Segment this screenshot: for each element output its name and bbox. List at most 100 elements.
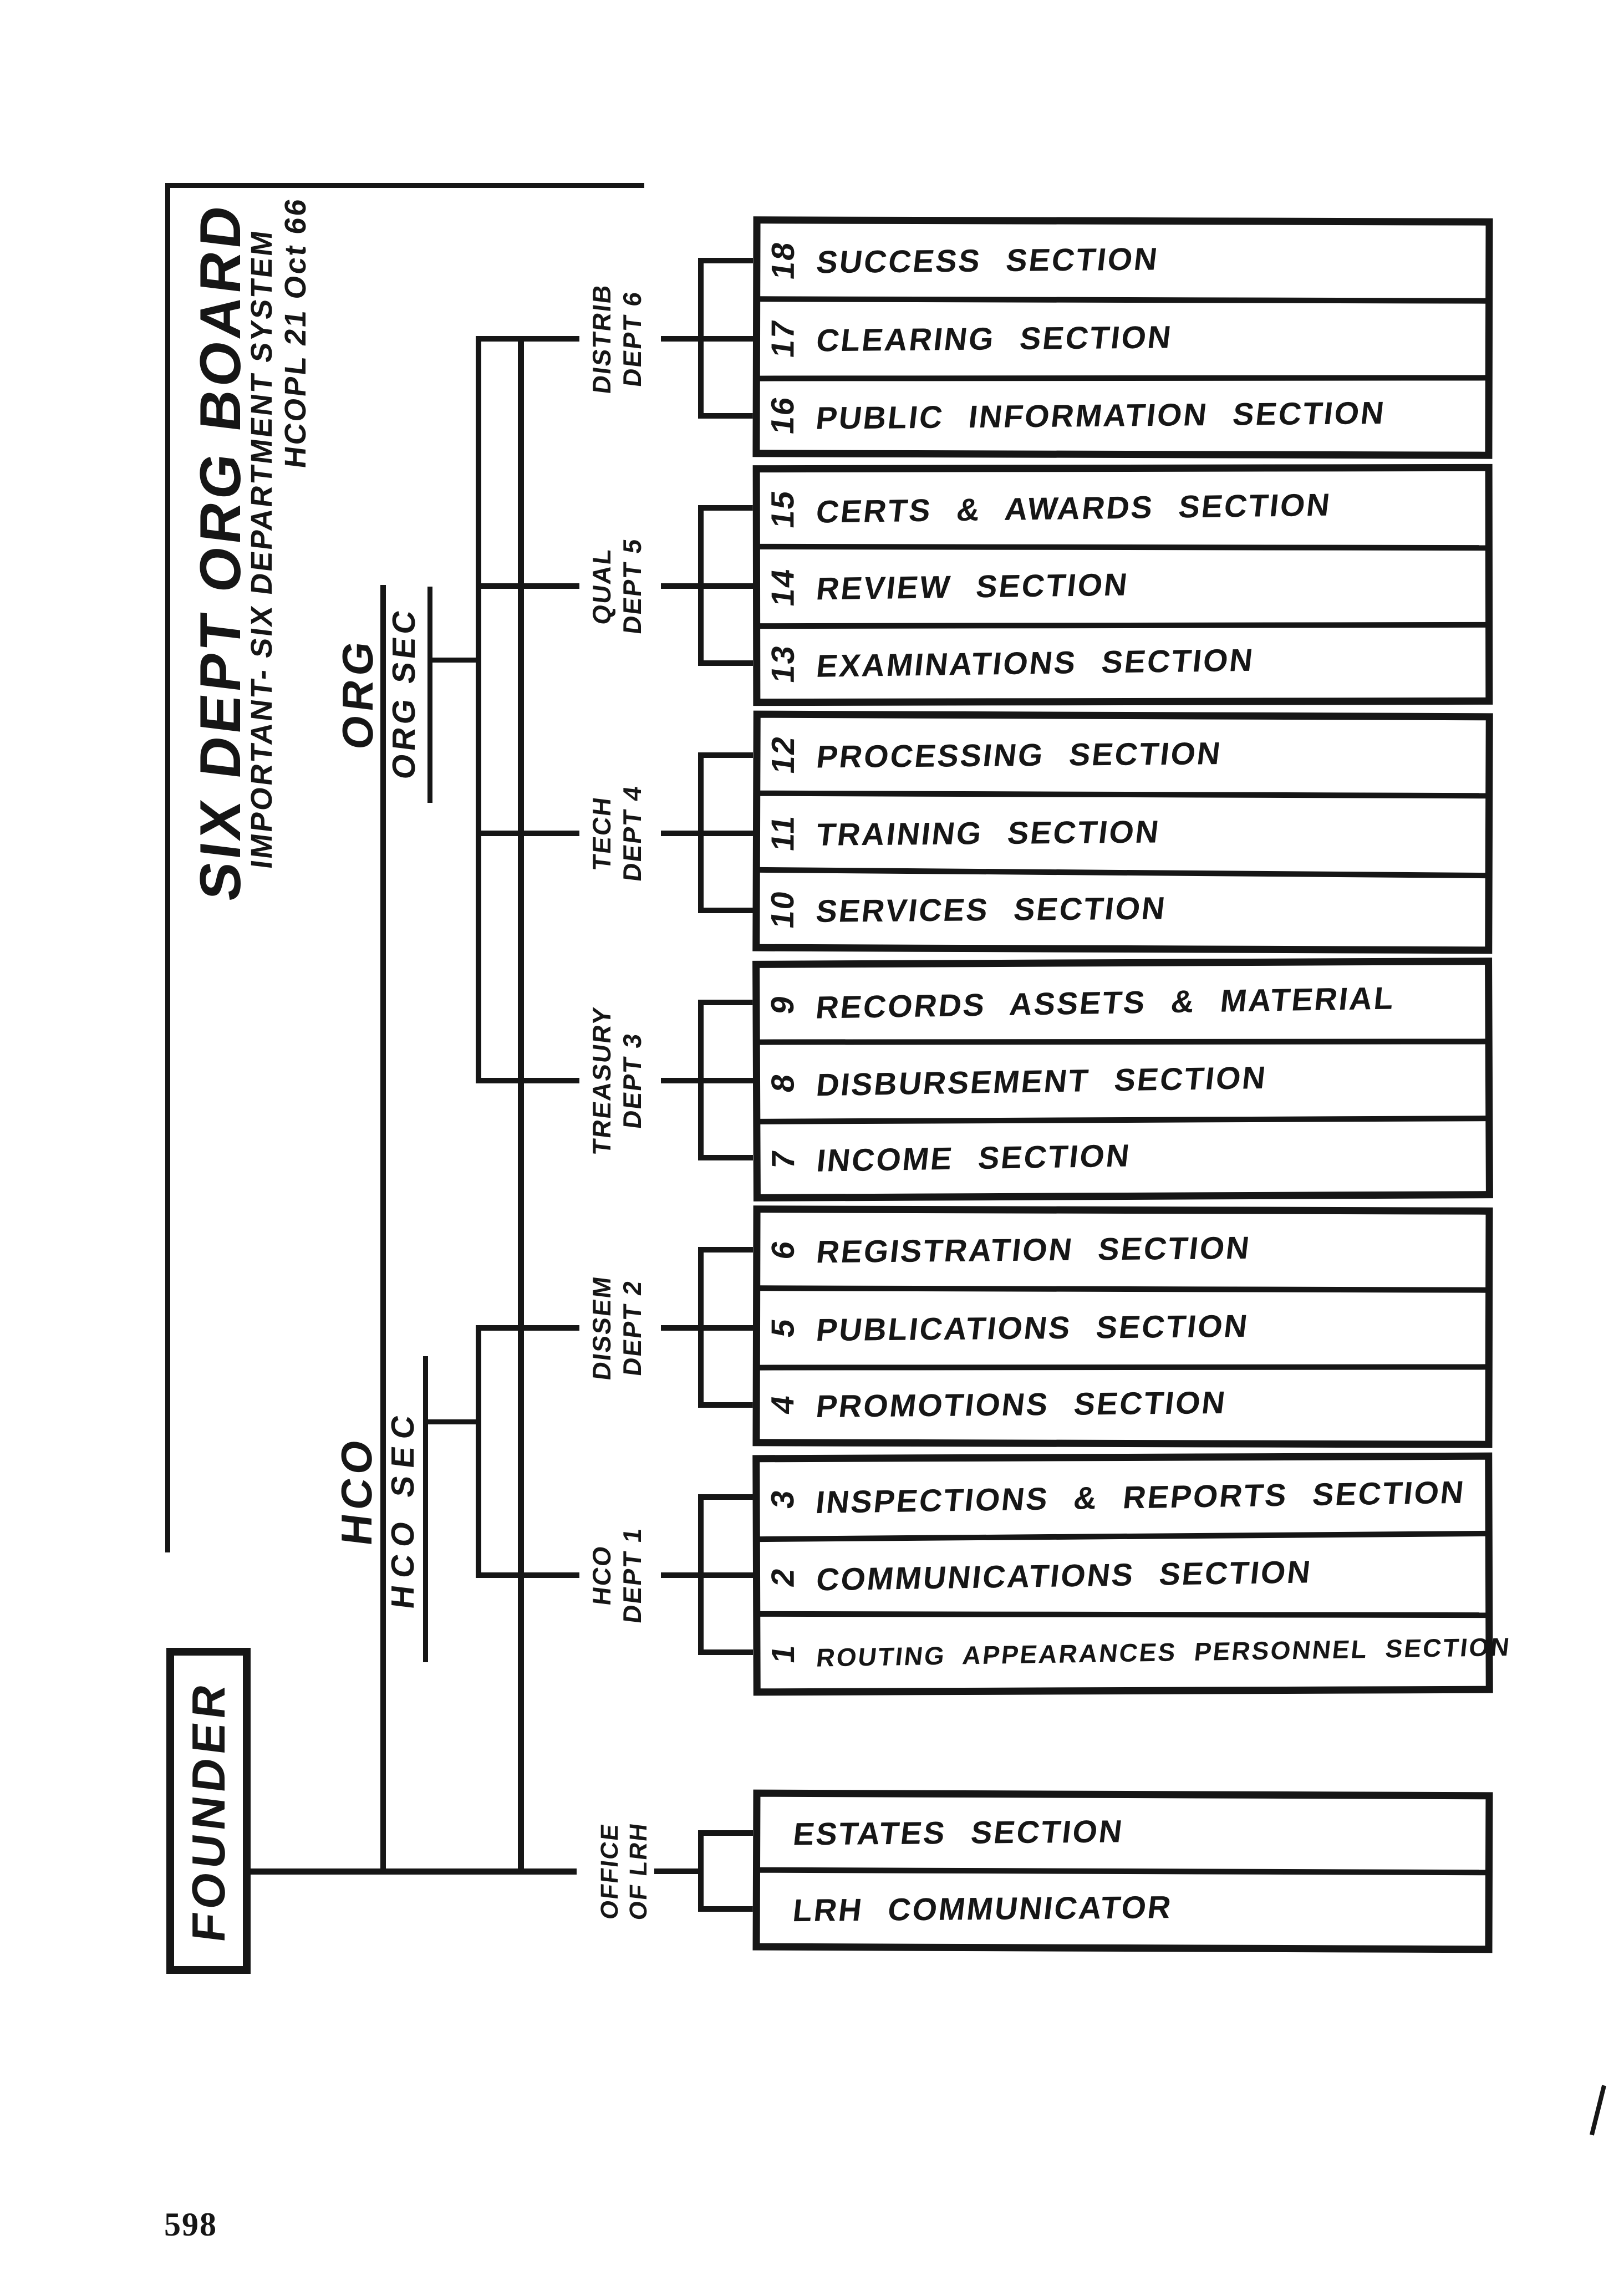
org-sec-stub [427,658,478,663]
dept6-name-line2: DEPT 6 [618,289,646,389]
top-frame-line [165,183,644,188]
dept1-name-line1: HCO [587,1543,616,1607]
hco-org-divider-line [380,585,386,1875]
dept4-name-line1: TECH [587,795,616,872]
dept4-bracket-stub-bottom [698,908,753,913]
dept6-bracket-stub-bottom [698,413,753,419]
org-label: ORG [333,634,382,752]
lrh-bracket-stub-top [698,1830,753,1836]
dept1-bracket [698,1494,704,1655]
org-sec-underline [427,587,432,803]
office-lrh-connector [654,1868,703,1874]
org-sec-command-line [476,336,481,1083]
dept5-bracket-stub-bottom [698,660,753,666]
page-subtitle: IMPORTANT- SIX DEPARTMENT SYSTEM [245,217,278,880]
office-of-lrh-label-line1: OFFICE [596,1821,623,1921]
dept3-name-line2: DEPT 3 [618,1031,646,1131]
dept2-bracket-stub-bottom [698,1402,753,1408]
dept2-name-line2: DEPT 2 [618,1278,646,1378]
dept2-connector-b [661,1325,753,1331]
title-line3: HCOPL 21 Oct 66 [279,195,312,470]
founder-box [166,1648,251,1974]
dept5-name-line1: QUAL [587,546,616,627]
dept3-connector-a [478,1078,579,1083]
dept3-bracket-stub-bottom [698,1155,753,1160]
dept2-name-line1: DISSEM [587,1274,616,1382]
dept5-name-line2: DEPT 5 [618,536,646,636]
left-frame-line [165,183,170,1552]
founder-trunk-line [251,1868,577,1875]
dept5-connector-a [478,583,579,589]
dept5-bracket [698,505,704,666]
dept1-connector-b [661,1572,753,1578]
dept4-bracket-stub-top [698,752,753,758]
dept6-bracket-stub-top [698,258,753,263]
dept3-bracket [698,1000,704,1160]
page-title: SIX DEPT ORG BOARD [189,199,253,904]
org-sec-label: ORG SEC [385,605,422,781]
dept6-bracket [698,258,704,419]
dept3-name-line1: TREASURY [587,1005,616,1157]
dept4-connector-b [661,831,753,836]
dept2-bracket [698,1247,704,1408]
dept2-bracket-stub-top [698,1247,753,1252]
founder-label: FOUNDER [182,1677,235,1945]
dept1-bracket-stub-top [698,1494,753,1500]
dept1-bracket-stub-bottom [698,1649,753,1655]
office-of-lrh-label-line2: OF LRH [625,1821,652,1922]
dept3-connector-b [661,1078,753,1083]
hco-sec-stub [423,1419,478,1424]
page-reference: HCOPL 21 Oct 66 [279,195,312,470]
dept5-connector-b [661,583,753,589]
dept6-connector-a [478,336,579,342]
dept6-name-line1: DISTRIB [587,282,616,396]
dept4-name-line2: DEPT 4 [618,783,646,883]
dept5-bracket-stub-top [698,505,753,511]
lrh-bracket-stub-bottom [698,1906,753,1912]
hco-sec-label: HCO SEC [384,1405,421,1611]
section-row-lrh-communicator: LRH COMMUNICATOR [791,1889,1174,1928]
lrh-bracket [698,1830,704,1912]
dept1-connector-a [478,1572,579,1578]
dept3-bracket-stub-top [698,1000,753,1005]
main-trunk-line [518,336,524,1875]
title-line2: IMPORTANT- SIX DEPARTMENT SYSTEM [245,227,278,871]
section-row-estates: ESTATES SECTION [791,1813,1126,1852]
dept4-connector-a [478,831,579,836]
page-number: 598 [164,2206,217,2243]
title-line1: SIX DEPT ORG BOARD [188,198,253,904]
hco-sec-command-line [476,1325,481,1578]
office-of-lrh-box: ESTATES SECTION LRH COMMUNICATOR [752,1789,1493,1953]
hco-sec-underline [423,1356,428,1662]
dept1-name-line2: DEPT 1 [618,1525,646,1625]
dept2-connector-a [478,1325,579,1331]
stray-mark [1589,2085,1607,2136]
hco-label: HCO [332,1432,381,1549]
dept6-connector-b [661,336,753,342]
